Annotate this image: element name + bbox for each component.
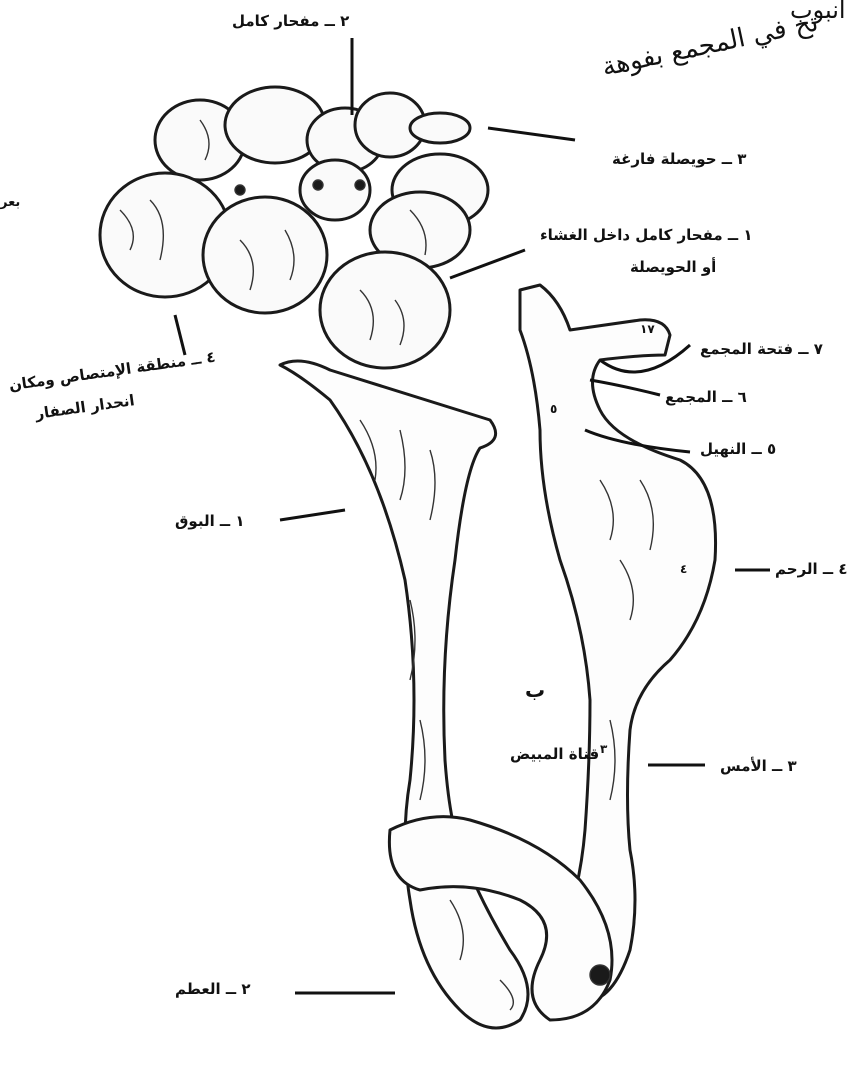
label-mature-follicle-in-membrane-2: أو الحويصلة [630,258,716,276]
empty-follicle [410,113,470,143]
label-funnel-opening: ٧ ــ فتحة المجمع [700,340,823,358]
label-neck: ٥ ــ النهيل [700,440,776,458]
label-oviduct-mark: ب [525,678,545,702]
label-funnel: ٦ ــ المجمع [665,388,747,406]
label-isthmus: ٣ ــ الأمس [720,757,797,775]
part-number-7: ١٧ [640,322,655,336]
part-number-3: ٣ [600,742,607,756]
label-mature-follicle-in-membrane-1: ١ ــ مفحار كامل داخل الغشاء [540,226,753,244]
label-oviduct: قناة المبيض [510,745,599,763]
label-magnum: ٤ ــ الرحم [775,560,848,578]
label-empty-follicle: ٣ ــ حويصلة فارغة [612,150,746,168]
label-mature-follicle-top: ٢ ــ مفحار كامل [232,12,349,30]
label-infundibulum: ١ ــ البوق [175,512,245,530]
follicle [203,197,327,313]
side-mark: بعر [0,195,20,210]
label-uterus: ٢ ــ العطم [175,980,250,998]
mature-follicle [320,252,450,368]
part-number-5: ٥ [550,402,557,416]
infundibulum-shape [280,361,528,1028]
part-number-4: ٤ [680,562,687,576]
